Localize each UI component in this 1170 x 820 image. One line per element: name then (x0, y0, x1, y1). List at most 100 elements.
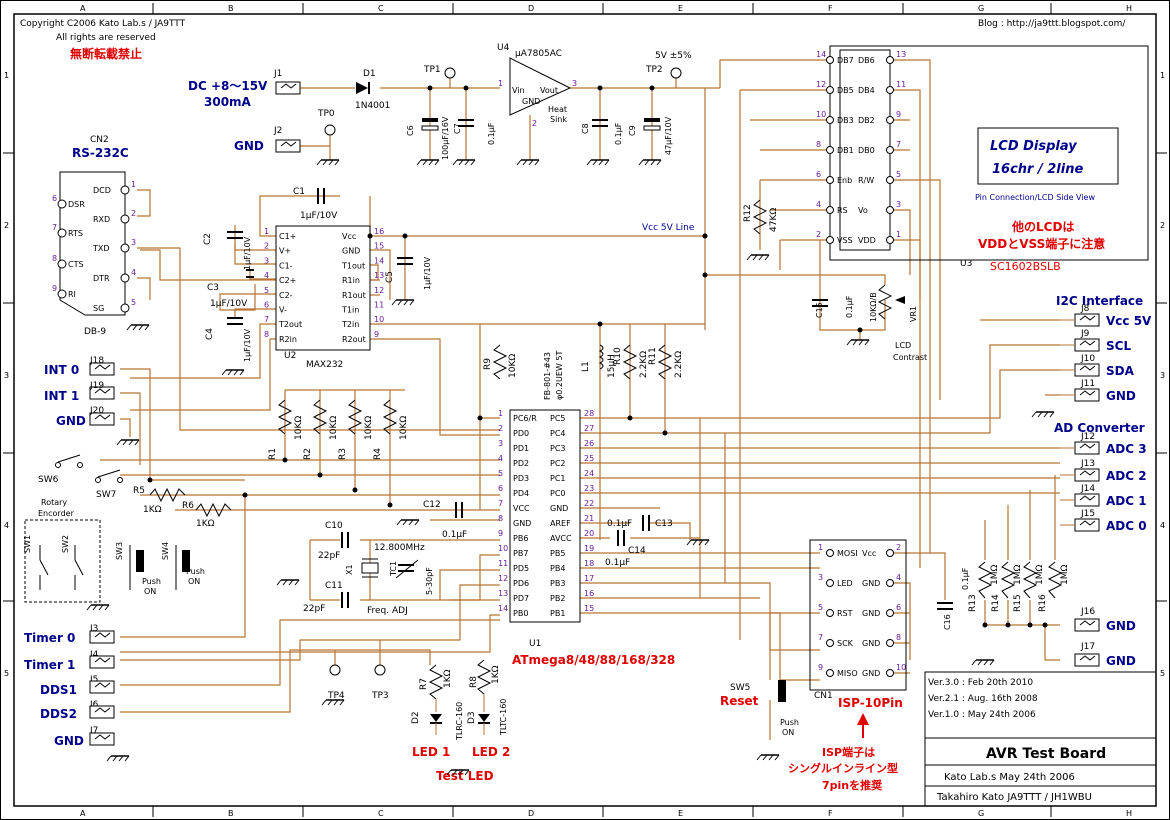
grid-col-G: G (978, 4, 984, 13)
mcu-pins-num-21: 21 (584, 514, 594, 523)
dds1-label: DDS1 (40, 683, 77, 697)
mcu-pins-num-19: 19 (584, 544, 594, 553)
d2-ref: D2 (411, 711, 421, 724)
mcu-part: ATmega8/48/88/168/328 (512, 653, 675, 667)
d1-part: 1N4001 (355, 101, 390, 111)
grid-row-1: 1 (4, 71, 9, 80)
isp-pin-name: GND (862, 639, 880, 648)
junction-dot (1005, 622, 1011, 628)
lcd-pin-2 (826, 236, 834, 244)
c14-ref: C14 (628, 546, 646, 556)
cap-c6: C6 100μF/16V (406, 116, 450, 160)
cap-c7: C7 0.1μF (453, 119, 496, 145)
junction-dot (662, 430, 668, 436)
cn2-ref: CN2 (90, 135, 109, 145)
switch-sw2: SW2 (61, 535, 84, 590)
ground-icon (221, 369, 245, 376)
isp-pin-1 (826, 549, 834, 557)
isp-pin-num: 3 (818, 573, 823, 582)
d3-part: TLTC-160 (499, 699, 508, 736)
lcd-pin-num: 3 (896, 200, 901, 209)
r7-ref: R7 (419, 678, 429, 690)
rs232-connector: RS-232C CN2 DB-9 DCD1DSR6RXD2RTS7TXD3CTS… (52, 135, 136, 337)
board-title: AVR Test Board (986, 746, 1106, 762)
isp-pin-num: 5 (818, 603, 823, 612)
lcd-pin-14 (826, 56, 834, 64)
mcu-pins-name-13: PD7 (513, 594, 529, 603)
c12-value: 0.1μF (442, 530, 467, 540)
c4-value: 1μF/10V (243, 328, 252, 362)
grid-col-bottom-G: G (978, 809, 984, 818)
jack-j4 (89, 655, 115, 669)
gnd-bottom-label: GND (54, 734, 84, 748)
c7-value: 0.1μF (487, 122, 496, 145)
vr1-value: 10KΩ/B (869, 292, 878, 322)
lcd-pin-name: DB3 (837, 116, 854, 125)
lcd-pin-9 (886, 116, 894, 124)
lcd-pin-num: 14 (816, 50, 826, 59)
db9-pin-name: DTR (93, 274, 110, 283)
resistor-r9: R9 10KΩ (483, 344, 518, 380)
version-2-1: Ver.2.1 : Aug. 16th 2008 (928, 694, 1038, 704)
isp-note-3: 7pinを推奨 (822, 778, 883, 792)
c13-value: 0.1μF (607, 519, 632, 529)
switch-sw7: SW7 (95, 469, 123, 500)
u4-pin2: 2 (532, 119, 537, 128)
sw4-ref: SW4 (161, 542, 170, 560)
mcu-pins-num-6: 6 (498, 484, 503, 493)
cap-c4: C4 1μF/10V (205, 317, 252, 362)
regulator-u4: U4 μA7805AC Vin Vout GND Heat Sink 1 3 2 (497, 43, 577, 128)
rs232-title: RS-232C (72, 146, 129, 160)
ground-icon (638, 159, 662, 166)
lcd-section: LCD Display 16chr / 2line Pin Connection… (743, 45, 1149, 362)
grid-row-5: 5 (4, 669, 9, 678)
jack-j7 (89, 732, 115, 746)
mcu-pins-num-7: 7 (498, 499, 503, 508)
isp-note-1: ISP端子は (822, 745, 875, 759)
isp-pin-name: Vcc (862, 549, 876, 558)
i2c-label: GND (1106, 389, 1136, 403)
r11-value: 2.2KΩ (674, 351, 684, 378)
cap-c11: C11 22pF (303, 581, 349, 614)
gnd-input-label: GND (234, 139, 264, 153)
led1-label: LED 1 (412, 745, 450, 759)
ground-icon (452, 159, 476, 166)
max232-pins-num-6: 6 (264, 301, 269, 310)
junction-dot (982, 622, 988, 628)
gnd-io-label: GND (56, 414, 86, 428)
pullup-value: 10KΩ (364, 416, 374, 440)
lcd-pin-num: 6 (816, 170, 821, 179)
timer1-label: Timer 1 (24, 658, 75, 672)
mcu-ic: U1 ATmega8/48/88/168/328 1PC6/R2PD03PD14… (483, 344, 684, 667)
isp-pin-num: 6 (896, 603, 901, 612)
r12-ref: R12 (743, 204, 753, 222)
sw5-ref: SW5 (730, 683, 750, 693)
lcd-pin-10 (826, 116, 834, 124)
isp-pin-4 (886, 579, 894, 587)
jack-j2: J2 (273, 126, 301, 153)
cap-c9: C9 47μF/10V (628, 116, 673, 155)
c3-value: 1μF/10V (210, 299, 248, 309)
j5-ref: J5 (89, 675, 98, 685)
reset-label: Reset (720, 694, 759, 708)
isp-pin-num: 8 (896, 633, 901, 642)
r9-ref: R9 (483, 358, 493, 370)
jack-j19 (89, 386, 115, 400)
max232-pins-num-2: 2 (264, 242, 269, 251)
ferrite-bead-label: FB-801-#43 (543, 352, 552, 400)
isp-pin-name: GND (862, 579, 880, 588)
ground-icon (126, 324, 150, 331)
led-section: TP4 TP3 R7 1KΩ R8 1KΩ D2 TLRC-160 (327, 659, 510, 783)
c11-ref: C11 (325, 581, 343, 591)
timer0-label: Timer 0 (24, 631, 75, 645)
ground-icon (396, 519, 420, 526)
contrast-label-1: LCD (895, 341, 911, 350)
sw5-push: Push (780, 718, 799, 727)
isp-pin-num: 1 (818, 543, 823, 552)
isp-pin-9 (826, 669, 834, 677)
mcu-pins-name-23: PC0 (550, 489, 566, 498)
isp-note-2: シングルインライン型 (788, 761, 898, 775)
